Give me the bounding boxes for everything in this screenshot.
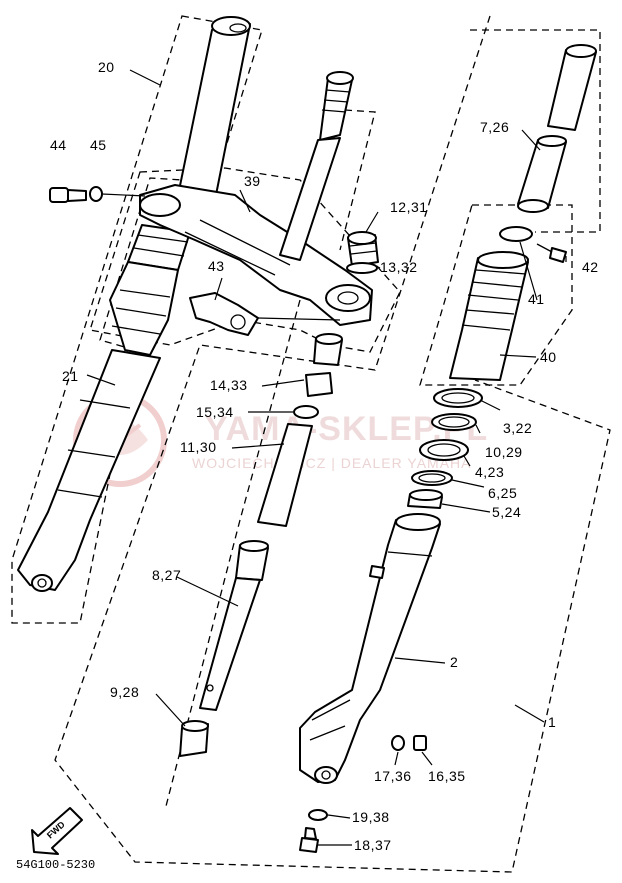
oil-seal-clip-10-29 <box>431 413 477 431</box>
spacer-14-33 <box>305 372 333 397</box>
label-9-28: 9,28 <box>110 684 139 700</box>
oil-seal-4-23 <box>419 439 469 461</box>
label-43: 43 <box>208 258 225 274</box>
label-40: 40 <box>540 349 557 365</box>
assembly-outline-20 <box>11 15 263 624</box>
bolt-44 <box>49 187 87 203</box>
label-17-36: 17,36 <box>374 768 412 784</box>
oil-lock-piece-9-28 <box>179 720 209 757</box>
fork-spring-11-30 <box>257 423 313 527</box>
steering-stem <box>279 71 354 261</box>
washer-15-34 <box>293 405 319 419</box>
dust-boot-40 <box>449 251 529 381</box>
label-7-26: 7,26 <box>480 119 509 135</box>
label-4-23: 4,23 <box>475 464 504 480</box>
label-18-37: 18,37 <box>354 837 392 853</box>
label-21: 21 <box>62 368 79 384</box>
label-5-24: 5,24 <box>492 504 521 520</box>
label-19-38: 19,38 <box>352 809 390 825</box>
assembly-outline-40 <box>419 204 573 386</box>
inner-tube-7-26 <box>517 44 597 213</box>
label-20: 20 <box>98 59 115 75</box>
bolt-18-37 <box>299 827 319 853</box>
assembly-outline-inner-tube <box>470 29 601 233</box>
assembly-outline-damper-rod <box>164 299 301 811</box>
label-1: 1 <box>548 714 556 730</box>
bolt-42 <box>536 243 567 263</box>
lower-bracket-39 <box>139 184 373 326</box>
watermark-line: WOJCIECHOWICZ | DEALER YAMAHA <box>192 455 471 471</box>
label-8-27: 8,27 <box>152 567 181 583</box>
cable-holder-43 <box>189 292 341 336</box>
label-10-29: 10,29 <box>485 444 523 460</box>
fwd-arrow-icon: FWD <box>31 807 83 855</box>
washer-17-36 <box>391 735 405 751</box>
leader-lines <box>86 69 567 846</box>
label-2: 2 <box>450 654 458 670</box>
drain-bolt-16-35 <box>413 735 427 751</box>
fork-tube-20 <box>174 16 251 216</box>
label-3-22: 3,22 <box>503 420 532 436</box>
outer-fork-21 <box>17 261 179 592</box>
cylinder-top-part <box>313 333 343 366</box>
label-39: 39 <box>244 173 261 189</box>
diagram-code: 54G100-5230 <box>16 858 95 872</box>
washer-45 <box>89 186 103 202</box>
label-15-34: 15,34 <box>196 404 234 420</box>
slide-metal-5-24 <box>407 489 443 509</box>
label-44: 44 <box>50 137 67 153</box>
label-6-25: 6,25 <box>488 485 517 501</box>
washer-6-25 <box>411 470 453 486</box>
assembly-outline-1 <box>54 15 611 873</box>
cap-bolt-12-31 <box>347 231 379 267</box>
washer-19-38 <box>308 809 328 821</box>
damper-rod-8-27 <box>199 540 269 711</box>
label-45: 45 <box>90 137 107 153</box>
o-ring-13-32 <box>346 262 378 274</box>
label-41: 41 <box>528 291 545 307</box>
seal-41 <box>499 226 533 242</box>
assembly-outline-steering-stem <box>339 109 376 251</box>
label-12-31: 12,31 <box>390 199 428 215</box>
label-14-33: 14,33 <box>210 377 248 393</box>
label-16-35: 16,35 <box>428 768 466 784</box>
label-42: 42 <box>582 259 599 275</box>
outer-tube-2 <box>299 513 441 784</box>
dust-seal-3-22 <box>433 388 483 408</box>
label-13-32: 13,32 <box>380 259 418 275</box>
label-11-30: 11,30 <box>180 439 217 455</box>
